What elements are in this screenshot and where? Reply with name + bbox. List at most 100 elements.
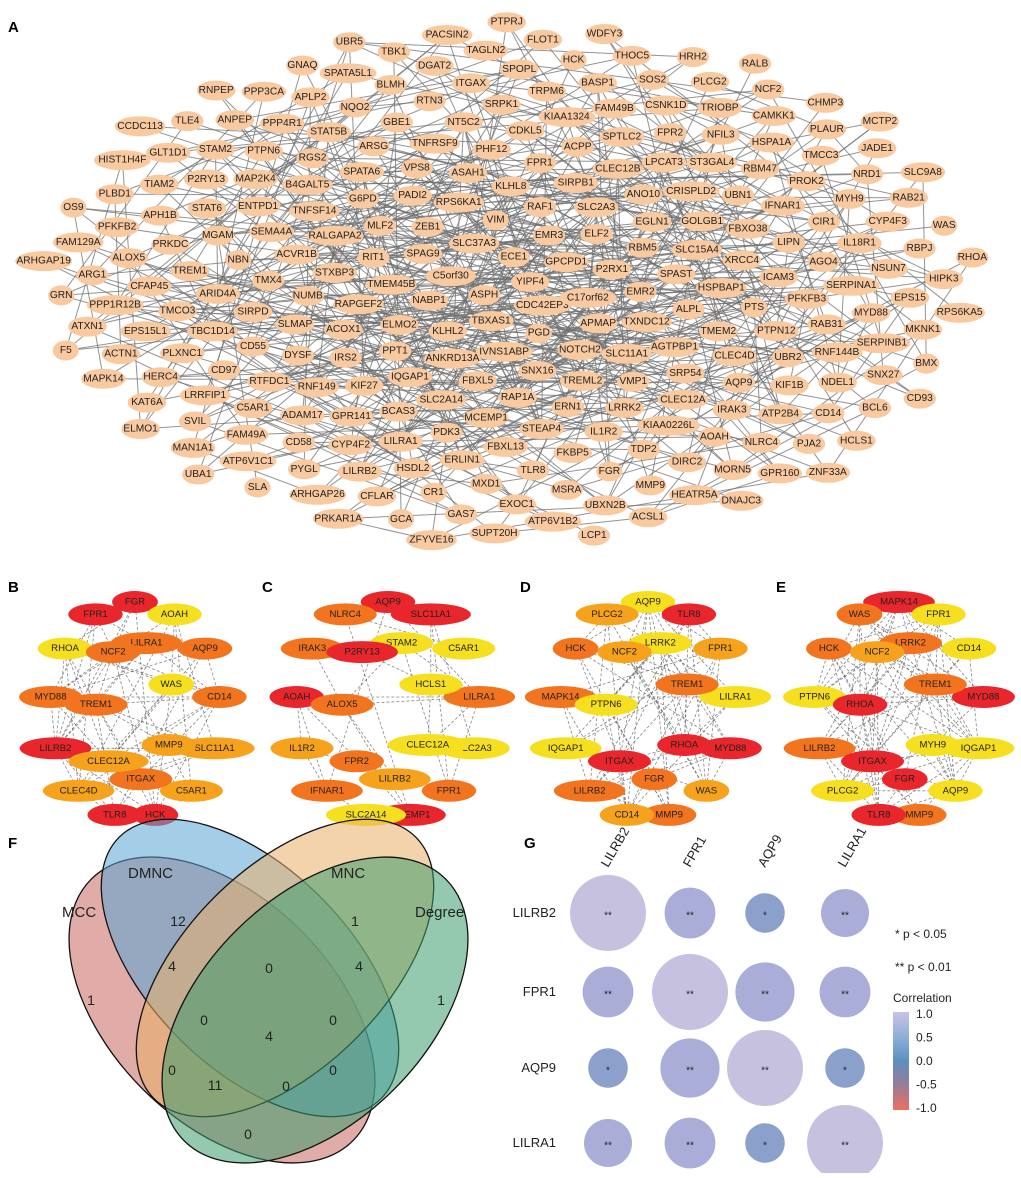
- venn-count-mcc-mnc-degree: 11: [208, 1077, 223, 1093]
- network-node-label: VPS8: [404, 163, 430, 174]
- hub-node-label: MYH9: [919, 740, 946, 751]
- network-node-tbk1: TBK1: [378, 42, 410, 62]
- hub-node-p2ry13: P2RY13: [326, 641, 398, 663]
- network-node-label: FPR1: [527, 158, 553, 169]
- network-node-label: CD14: [815, 408, 841, 419]
- network-node-label: NQO2: [341, 102, 370, 113]
- hub-node-aqp9: AQP9: [178, 638, 232, 660]
- network-node-label: TLR8: [521, 465, 546, 476]
- network-node-label: HSDL2: [397, 463, 430, 474]
- network-node-adam17: ADAM17: [280, 405, 325, 425]
- network-node-cd55: CD55: [237, 337, 269, 357]
- network-node-label: PLXNC1: [162, 348, 202, 359]
- network-node-cyp4f2: CYP4F2: [329, 435, 374, 455]
- corr-row-label-lilrb2: LILRB2: [513, 905, 556, 920]
- network-node-label: AQP9: [725, 377, 753, 388]
- network-node-jade1: JADE1: [858, 138, 897, 158]
- network-node-label: EMR3: [535, 230, 564, 241]
- network-node-trem1: TREM1: [171, 261, 210, 281]
- network-node-zfyve16: ZFYVE16: [406, 530, 457, 550]
- network-node-fam129a: FAM129A: [53, 232, 104, 252]
- network-node-nlrc4: NLRC4: [742, 433, 781, 453]
- hub-node-fgr: FGR: [631, 768, 677, 790]
- network-node-label: TLE4: [175, 116, 200, 127]
- hub-edge: [706, 649, 720, 791]
- hub-node-label: NCF2: [101, 647, 126, 658]
- hub-node-label: PLCG2: [827, 785, 858, 796]
- network-node-supt20h: SUPT20H: [469, 523, 520, 543]
- network-node-label: TMCC3: [803, 150, 838, 161]
- network-node-label: KLHL2: [432, 326, 463, 337]
- network-node-yipf4: YIPF4: [511, 272, 550, 292]
- network-node-label: SLC9A8: [904, 167, 942, 178]
- hub-node-label: AQP9: [375, 597, 401, 608]
- network-node-label: SPAST: [660, 269, 693, 280]
- network-node-label: NDEL1: [821, 377, 854, 388]
- hub-node-label: AQP9: [635, 597, 661, 608]
- network-node-label: OS9: [63, 202, 84, 213]
- network-node-rtfdc1: RTFDC1: [247, 372, 292, 392]
- network-node-label: RAB21: [893, 192, 926, 203]
- network-node-label: ARID4A: [199, 288, 236, 299]
- hub-node-label: RHOA: [671, 740, 699, 751]
- hub-node-label: RHOA: [51, 643, 79, 654]
- network-node-plbd1: PLBD1: [96, 184, 135, 204]
- network-node-pygl: PYGL: [288, 459, 320, 479]
- network-node-label: LILRB2: [343, 466, 377, 477]
- network-node-label: BMX: [915, 358, 937, 369]
- network-node-label: ITGAX: [456, 78, 487, 89]
- hub-node-tlr8: TLR8: [852, 804, 906, 826]
- network-node-sptlc2: SPTLC2: [600, 127, 645, 147]
- hub-node-label: ITGAX: [858, 756, 887, 767]
- network-node-label: PPT1: [382, 346, 408, 357]
- corr-significance: **: [686, 990, 694, 1001]
- venn-count-mcc-mnc: 0: [168, 1062, 176, 1078]
- hub-node-clec12a: CLEC12A: [68, 750, 148, 772]
- panel-letter-e: E: [776, 579, 786, 596]
- network-node-atxn1: ATXN1: [68, 317, 107, 337]
- venn-count-all: 4: [265, 1028, 273, 1044]
- venn-count-mcc-dmnc-degree: 0: [282, 1078, 290, 1094]
- panel-letter-b: B: [8, 579, 19, 596]
- corr-significance: **: [841, 1141, 849, 1152]
- network-node-label: PJA2: [797, 438, 822, 449]
- network-node-acsl1: ACSL1: [629, 507, 668, 527]
- network-node-label: ATP6V1B2: [528, 516, 578, 527]
- hub-node-label: NCF2: [612, 647, 637, 658]
- network-node-tmcc3: TMCC3: [802, 146, 841, 166]
- hub-node-fpr2: FPR2: [330, 750, 384, 772]
- network-node-label: MXD1: [472, 479, 501, 490]
- network-node-cd93: CD93: [904, 389, 936, 409]
- hub-network-mcc: FGRAOAHAQP9CD14SLC11A1C5AR1HCKTLR8CLEC4D…: [19, 591, 255, 826]
- panel-letter-a: A: [8, 19, 19, 36]
- network-node-anpep: ANPEP: [216, 110, 255, 130]
- network-node-ubr5: UBR5: [333, 32, 365, 52]
- network-node-vmp1: VMP1: [617, 372, 649, 392]
- network-node-myh9: MYH9: [833, 189, 865, 209]
- network-node-stat5b: STAT5B: [306, 122, 351, 142]
- hub-node-fpr1: FPR1: [693, 638, 747, 660]
- venn-label-degree: Degree: [415, 904, 464, 921]
- network-node-label: MKNK1: [905, 324, 940, 335]
- network-node-serpina1: SERPINA1: [823, 276, 880, 296]
- network-node-il18r1: IL18R1: [837, 233, 882, 253]
- network-node-atp6v1b2: ATP6V1B2: [525, 512, 582, 532]
- network-node-fpr1: FPR1: [524, 153, 556, 173]
- network-node-notch2: NOTCH2: [558, 340, 603, 360]
- network-node-mlf2: MLF2: [364, 216, 396, 236]
- network-node-sirpd: SIRPD: [234, 302, 273, 322]
- corr-significance: **: [841, 911, 849, 922]
- network-node-rps6ka5: RPS6KA5: [934, 303, 985, 323]
- network-node-label: MORN5: [714, 465, 751, 476]
- network-node-label: PYGL: [291, 464, 319, 475]
- network-node-label: IRS2: [334, 352, 357, 363]
- hub-node-label: NLRC4: [329, 609, 361, 620]
- network-node-label: HIST1H4F: [98, 155, 146, 166]
- hub-node-ifnar1: IFNAR1: [291, 780, 363, 802]
- network-node-label: CYP4F2: [332, 440, 371, 451]
- network-node-mctp2: MCTP2: [861, 112, 900, 132]
- hub-node-label: LILRB2: [40, 743, 72, 754]
- network-node-rps6ka1: RPS6KA1: [433, 193, 484, 213]
- hub-edge: [65, 649, 79, 791]
- network-node-slc9a8: SLC9A8: [901, 162, 946, 182]
